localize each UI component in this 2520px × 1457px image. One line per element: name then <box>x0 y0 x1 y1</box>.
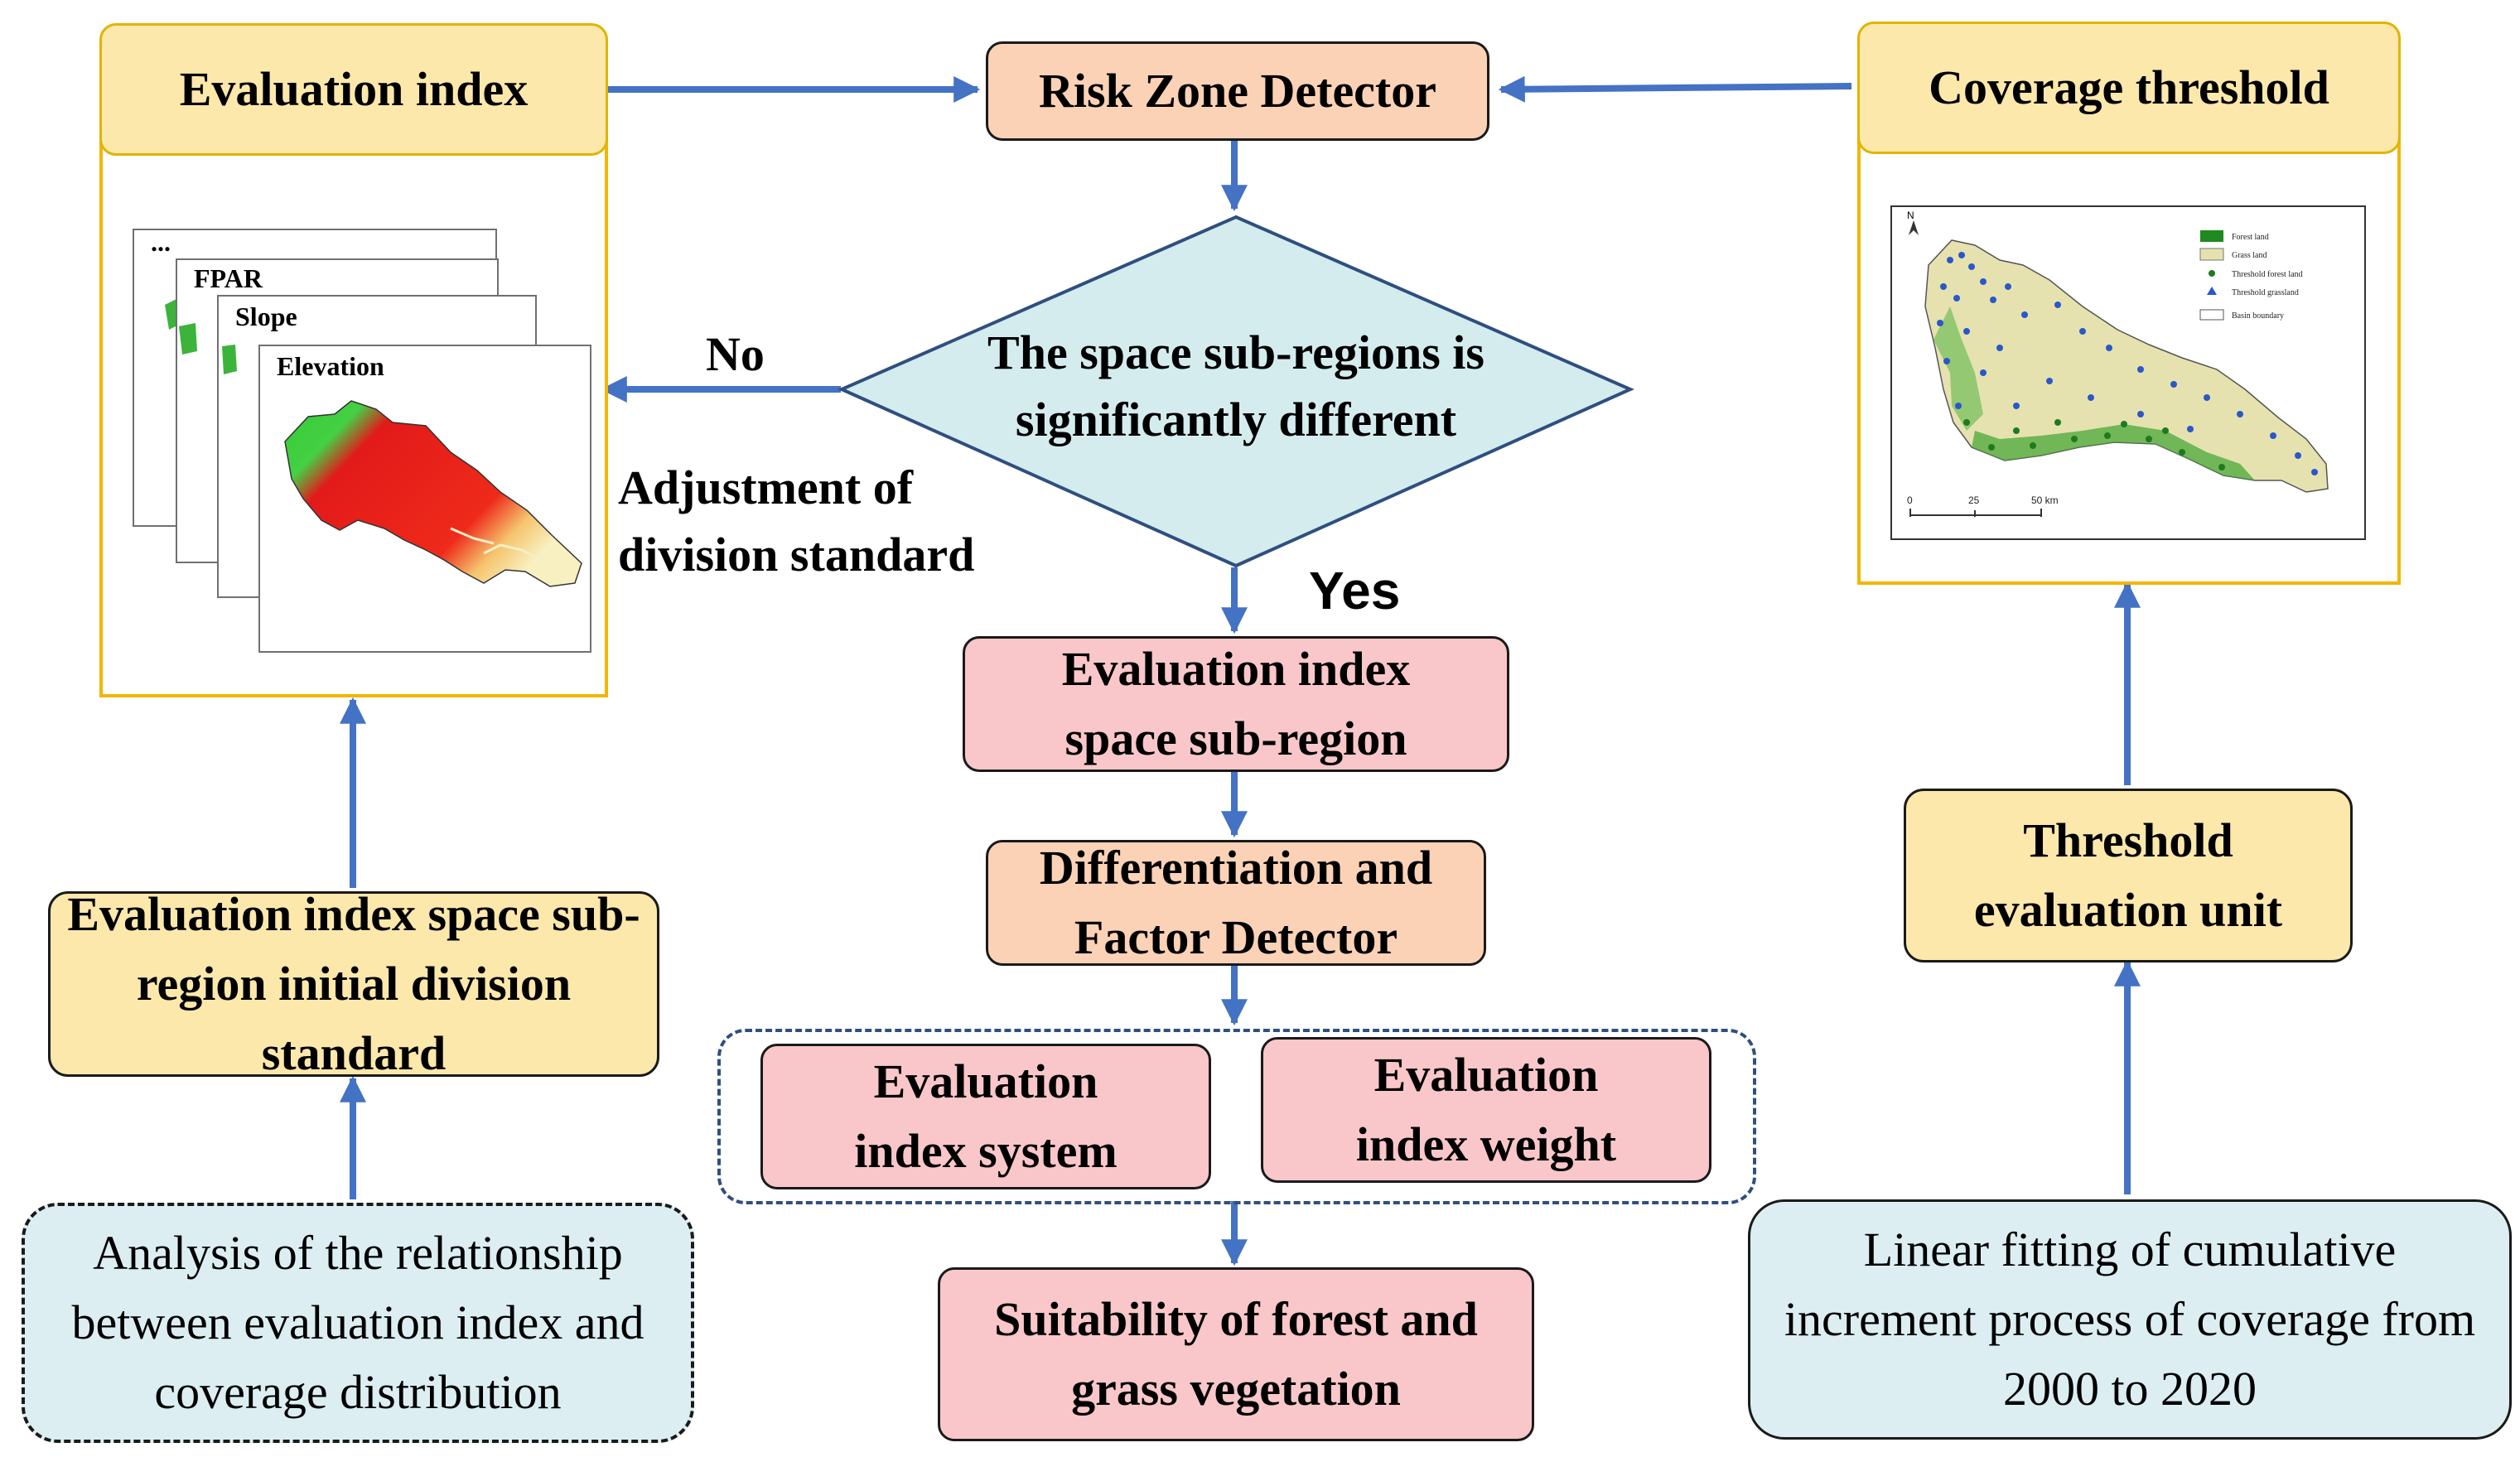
mini-map-green-fpar <box>179 323 197 355</box>
threshold-unit-label: Threshold evaluation unit <box>1973 813 2283 937</box>
initial-standard-label: Evaluation index space sub-region initia… <box>67 886 640 1081</box>
scale-0: 0 <box>1907 495 1913 506</box>
eval-subregion-label: Evaluation index space sub-region <box>1061 641 1411 765</box>
evaluation-index-box: Evaluation index <box>99 23 608 156</box>
adjustment-label: Adjustment of division standard <box>618 461 975 582</box>
analysis-box: Analysis of the relationship between eva… <box>22 1203 694 1443</box>
map-layer-slope-title: Slope <box>235 302 297 331</box>
no-label: No <box>706 327 765 381</box>
evaluation-index-label: Evaluation index <box>179 61 529 116</box>
decision-label: The space sub-regions is significantly d… <box>987 326 1484 447</box>
legend-basin: Basin boundary <box>2232 311 2284 321</box>
decision-diamond <box>838 215 1634 568</box>
scale-25: 25 <box>1968 495 1980 506</box>
coverage-map-drawing: N Forest land Grass land Threshold fores… <box>1907 210 2329 517</box>
north-label: N <box>1907 210 1914 221</box>
coverage-threshold-box: Coverage threshold <box>1857 22 2401 154</box>
legend-grass: Grass land <box>2232 251 2267 260</box>
legend-threshold-forest: Threshold forest land <box>2232 270 2303 279</box>
suitability-box: Suitability of forest and grass vegetati… <box>938 1267 1534 1441</box>
linear-fitting-box: Linear fitting of cumulative increment p… <box>1748 1199 2512 1440</box>
legend-threshold-grass: Threshold grassland <box>2232 288 2299 297</box>
threshold-unit-box: Threshold evaluation unit <box>1904 789 2353 962</box>
yes-label: Yes <box>1309 561 1401 620</box>
eval-weight-box: Evaluation index weight <box>1261 1037 1711 1183</box>
differentiation-box: Differentiation and Factor Detector <box>986 840 1486 966</box>
evaluation-group <box>717 1029 1756 1204</box>
mini-map-green-slope <box>222 345 237 374</box>
initial-standard-box: Evaluation index space sub-region initia… <box>48 887 659 1080</box>
map-layer-fpar-title: FPAR <box>194 263 263 293</box>
arrow-coverage-to-risk <box>1498 75 1852 103</box>
eval-weight-label: Evaluation index weight <box>1355 1047 1617 1171</box>
legend-forest: Forest land <box>2232 233 2269 242</box>
linear-fitting-label: Linear fitting of cumulative increment p… <box>1784 1222 2476 1416</box>
analysis-label: Analysis of the relationship between eva… <box>71 1225 644 1420</box>
coverage-threshold-label: Coverage threshold <box>1929 60 2329 114</box>
map-layer-elevation-title: Elevation <box>277 351 384 381</box>
eval-system-label: Evaluation index system <box>854 1054 1118 1178</box>
eval-subregion-box: Evaluation index space sub-region <box>963 636 1509 772</box>
map-layer-elevation: Elevation <box>258 345 591 653</box>
suitability-label: Suitability of forest and grass vegetati… <box>994 1291 1478 1416</box>
map-layer-ellipsis-title: ... <box>151 227 171 257</box>
coverage-map: N Forest land Grass land Threshold fores… <box>1890 205 2366 540</box>
risk-zone-detector-box: Risk Zone Detector <box>986 41 1489 141</box>
scale-50: 50 km <box>2031 495 2059 506</box>
elevation-map <box>284 400 582 587</box>
differentiation-label: Differentiation and Factor Detector <box>1039 840 1433 964</box>
risk-zone-detector-label: Risk Zone Detector <box>1038 63 1436 118</box>
eval-system-box: Evaluation index system <box>760 1044 1211 1189</box>
